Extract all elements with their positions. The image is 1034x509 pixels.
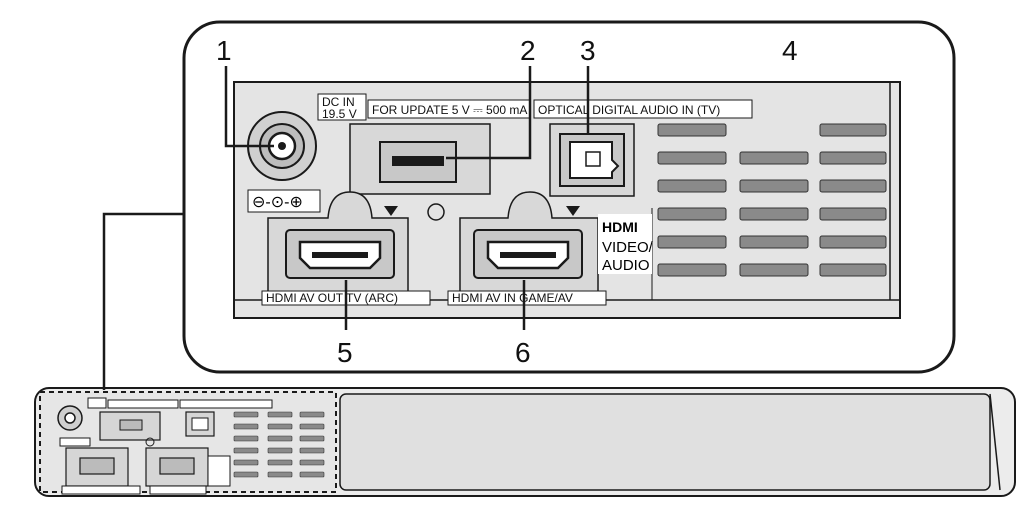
callout-3: 3 — [580, 35, 596, 66]
callout-1: 1 — [216, 35, 232, 66]
hdmi-out-label: HDMI AV OUT TV (ARC) — [266, 291, 398, 305]
hdmi-in-label: HDMI AV IN GAME/AV — [452, 291, 573, 305]
for-update-label: FOR UPDATE 5 V ⎓ 500 mA — [372, 103, 527, 117]
callout-2: 2 — [520, 35, 536, 66]
video-label: VIDEO/ — [602, 239, 654, 256]
dc-in-voltage: 19.5 V — [322, 107, 357, 121]
hdmi-out-port — [267, 191, 409, 293]
callout-6: 6 — [515, 337, 531, 368]
hdmi-logo: HDMI — [602, 219, 638, 235]
hdmi-in-port — [459, 191, 599, 293]
callout-5: 5 — [337, 337, 353, 368]
callout-leaders — [224, 66, 590, 330]
ventilation-slots — [657, 123, 887, 277]
callout-4: 4 — [782, 35, 798, 66]
polarity-symbol: ⊖-⊙-⊕ — [252, 194, 303, 211]
mini-rear-panel — [39, 391, 337, 495]
dc-in-label: DC IN — [322, 95, 355, 109]
audio-label: AUDIO — [602, 257, 650, 274]
optical-port — [549, 123, 635, 197]
zoom-connector-line — [102, 212, 186, 390]
dc-in-jack — [247, 111, 317, 181]
optical-label: OPTICAL DIGITAL AUDIO IN (TV) — [538, 103, 720, 117]
